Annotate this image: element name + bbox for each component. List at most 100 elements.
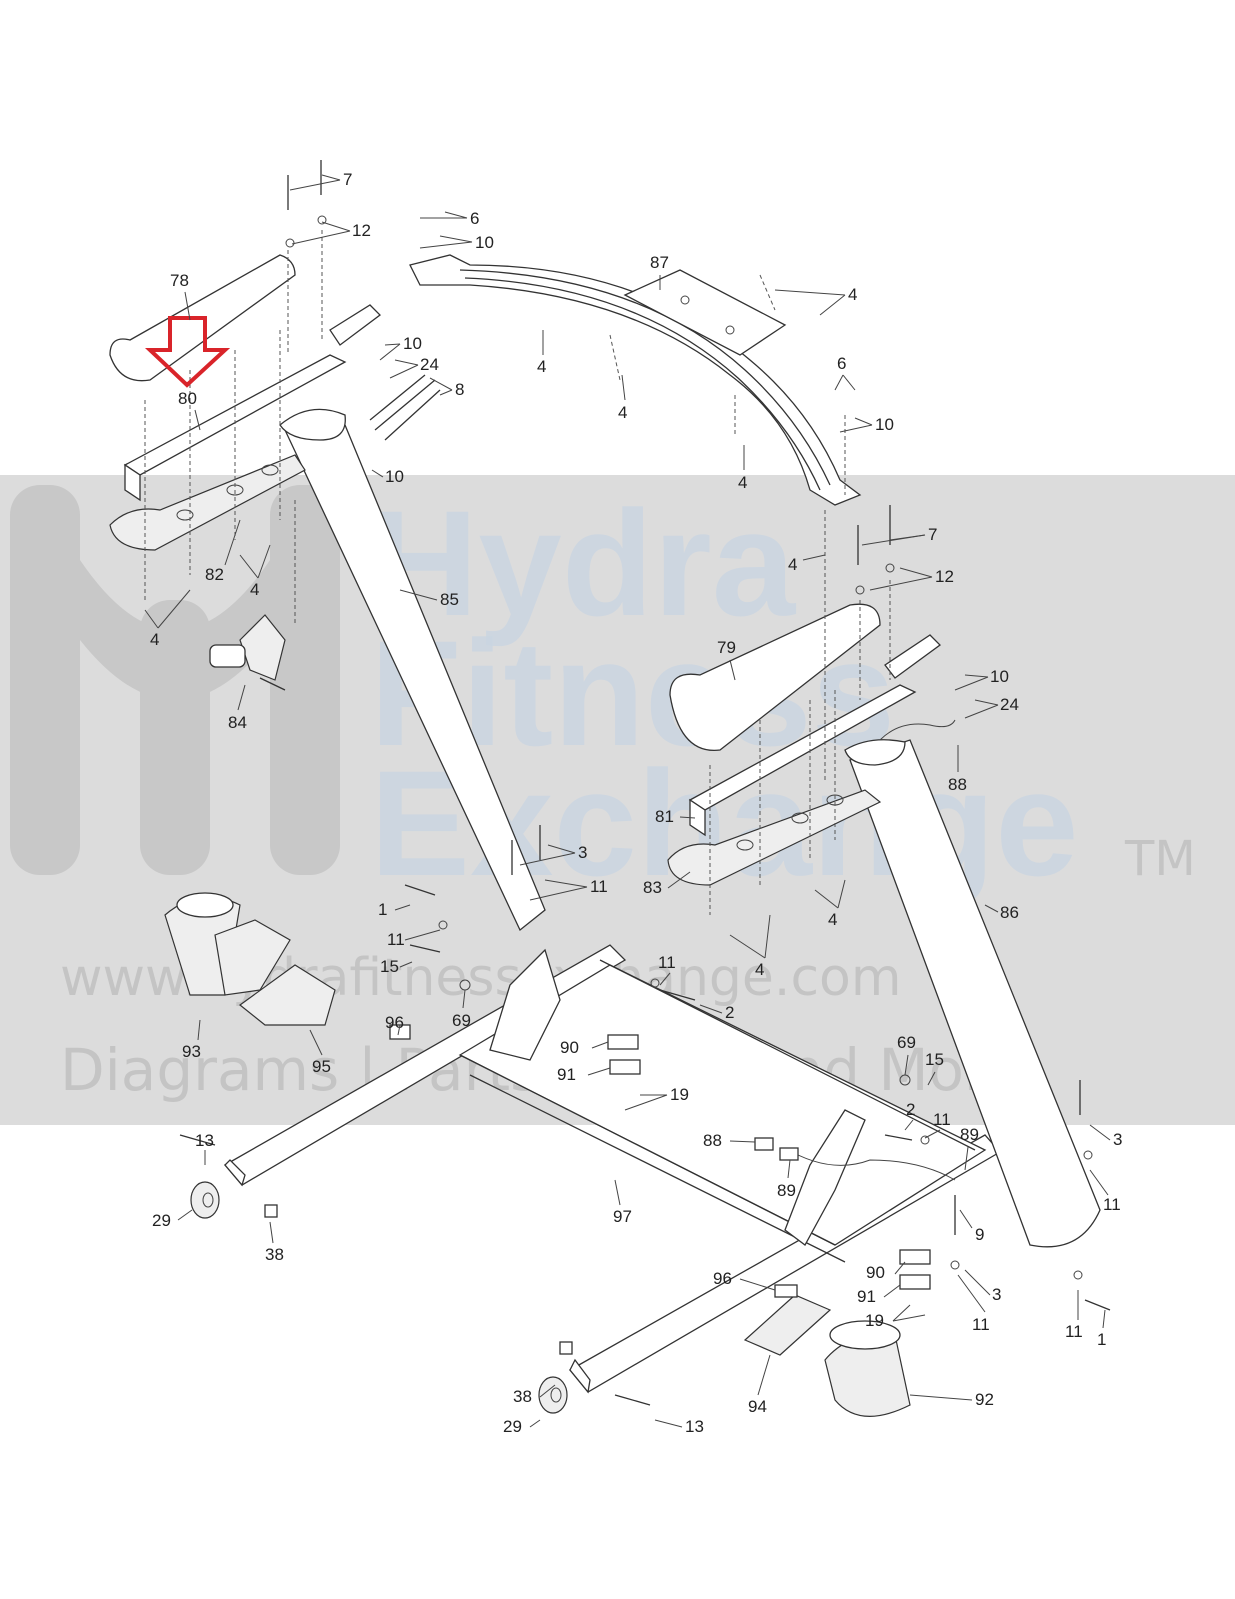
part-label: 2	[725, 1003, 734, 1022]
part-label: 91	[557, 1065, 576, 1084]
part-label: 10	[475, 233, 494, 252]
part-label: 10	[990, 667, 1009, 686]
part-label: 38	[513, 1387, 532, 1406]
part-label: 19	[865, 1311, 884, 1330]
part-label: 7	[928, 525, 937, 544]
part-label: 6	[837, 354, 846, 373]
part-label: 3	[992, 1285, 1001, 1304]
bracket-81	[688, 634, 941, 837]
part-label: 96	[385, 1013, 404, 1032]
shroud-93	[164, 892, 291, 996]
part-label: 78	[170, 271, 189, 290]
part-label: 15	[380, 957, 399, 976]
part-label: 4	[738, 473, 747, 492]
part-label: 9	[975, 1225, 984, 1244]
part-label: 4	[755, 960, 764, 979]
part-label: 12	[935, 567, 954, 586]
part-label: 4	[537, 357, 546, 376]
watermark: Hydra Fitness Exchange TM www.hydrafitne…	[0, 475, 1235, 1125]
part-label: 89	[960, 1125, 979, 1144]
part-label: 89	[777, 1181, 796, 1200]
watermark-tm: TM	[1124, 831, 1196, 887]
part-label: 1	[1097, 1330, 1106, 1349]
part-label: 3	[1113, 1130, 1122, 1149]
part-label: 11	[658, 953, 676, 972]
part-label: 3	[578, 843, 587, 862]
part-label: 83	[643, 878, 662, 897]
part-label: 4	[618, 403, 627, 422]
axles-8	[369, 374, 441, 441]
part-label: 4	[848, 285, 857, 304]
part-label: 2	[906, 1100, 915, 1119]
part-label: 86	[1000, 903, 1019, 922]
armrest-82	[109, 454, 306, 551]
part-label: 11	[933, 1110, 951, 1129]
shroud-94	[743, 1294, 832, 1356]
part-label: 97	[613, 1207, 632, 1226]
part-label: 95	[312, 1057, 331, 1076]
part-label: 6	[470, 209, 479, 228]
part-label: 81	[655, 807, 674, 826]
part-label: 85	[440, 590, 459, 609]
fasteners	[179, 160, 1111, 1406]
part-label: 4	[150, 630, 159, 649]
left-upright-85	[279, 408, 546, 932]
part-label: 7	[343, 170, 352, 189]
part-label: 90	[560, 1038, 579, 1057]
part-label: 11	[1065, 1322, 1083, 1341]
part-label: 96	[713, 1269, 732, 1288]
watermark-logo-icon	[10, 485, 340, 875]
part-label: 87	[650, 253, 669, 272]
part-label: 90	[866, 1263, 885, 1282]
part-label: 29	[503, 1417, 522, 1436]
wheel-29-left	[190, 1181, 220, 1219]
part-label: 10	[403, 334, 422, 353]
right-upright-86	[844, 739, 1101, 1248]
part-label: 15	[925, 1050, 944, 1069]
part-label: 88	[948, 775, 967, 794]
highlight-arrow-icon	[144, 316, 231, 388]
part-label: 24	[420, 355, 439, 374]
part-label: 88	[703, 1131, 722, 1150]
part-label: 92	[975, 1390, 994, 1409]
wheel-29-right	[538, 1376, 568, 1414]
part-label: 11	[387, 930, 405, 949]
part-label: 24	[1000, 695, 1019, 714]
part-label: 11	[972, 1315, 990, 1334]
part-label: 10	[875, 415, 894, 434]
part-label: 93	[182, 1042, 201, 1061]
watermark-line1: Hydra	[370, 479, 797, 647]
part-label: 38	[265, 1245, 284, 1264]
part-label: 13	[685, 1417, 704, 1436]
handle-cover-79	[669, 603, 881, 751]
part-label: 4	[828, 910, 837, 929]
part-label: 80	[178, 389, 197, 408]
base-frame	[223, 944, 1002, 1394]
part-number-labels: 7 12 78 80 10 24 8 10 82 4 4 85 84 6 10 …	[150, 170, 1122, 1436]
part-label: 1	[378, 900, 387, 919]
part-label: 4	[250, 580, 259, 599]
part-label: 29	[152, 1211, 171, 1230]
part-label: 79	[717, 638, 736, 657]
part-label: 91	[857, 1287, 876, 1306]
part-label: 69	[897, 1033, 916, 1052]
armrest-83	[667, 789, 882, 886]
leader-lines	[144, 174, 1111, 1428]
part-label: 82	[205, 565, 224, 584]
shroud-92	[824, 1320, 911, 1417]
part-label: 8	[455, 380, 464, 399]
part-label: 94	[748, 1397, 767, 1416]
part-label: 69	[452, 1011, 471, 1030]
part-label: 12	[352, 221, 371, 240]
part-label: 19	[670, 1085, 689, 1104]
knob-84	[209, 614, 286, 691]
top-arch-87	[409, 254, 862, 506]
part-label: 11	[590, 877, 608, 896]
part-label: 13	[195, 1131, 214, 1150]
part-label: 84	[228, 713, 247, 732]
shroud-95	[239, 964, 336, 1026]
part-label: 4	[788, 555, 797, 574]
part-label: 10	[385, 467, 404, 486]
part-label: 11	[1103, 1195, 1121, 1214]
